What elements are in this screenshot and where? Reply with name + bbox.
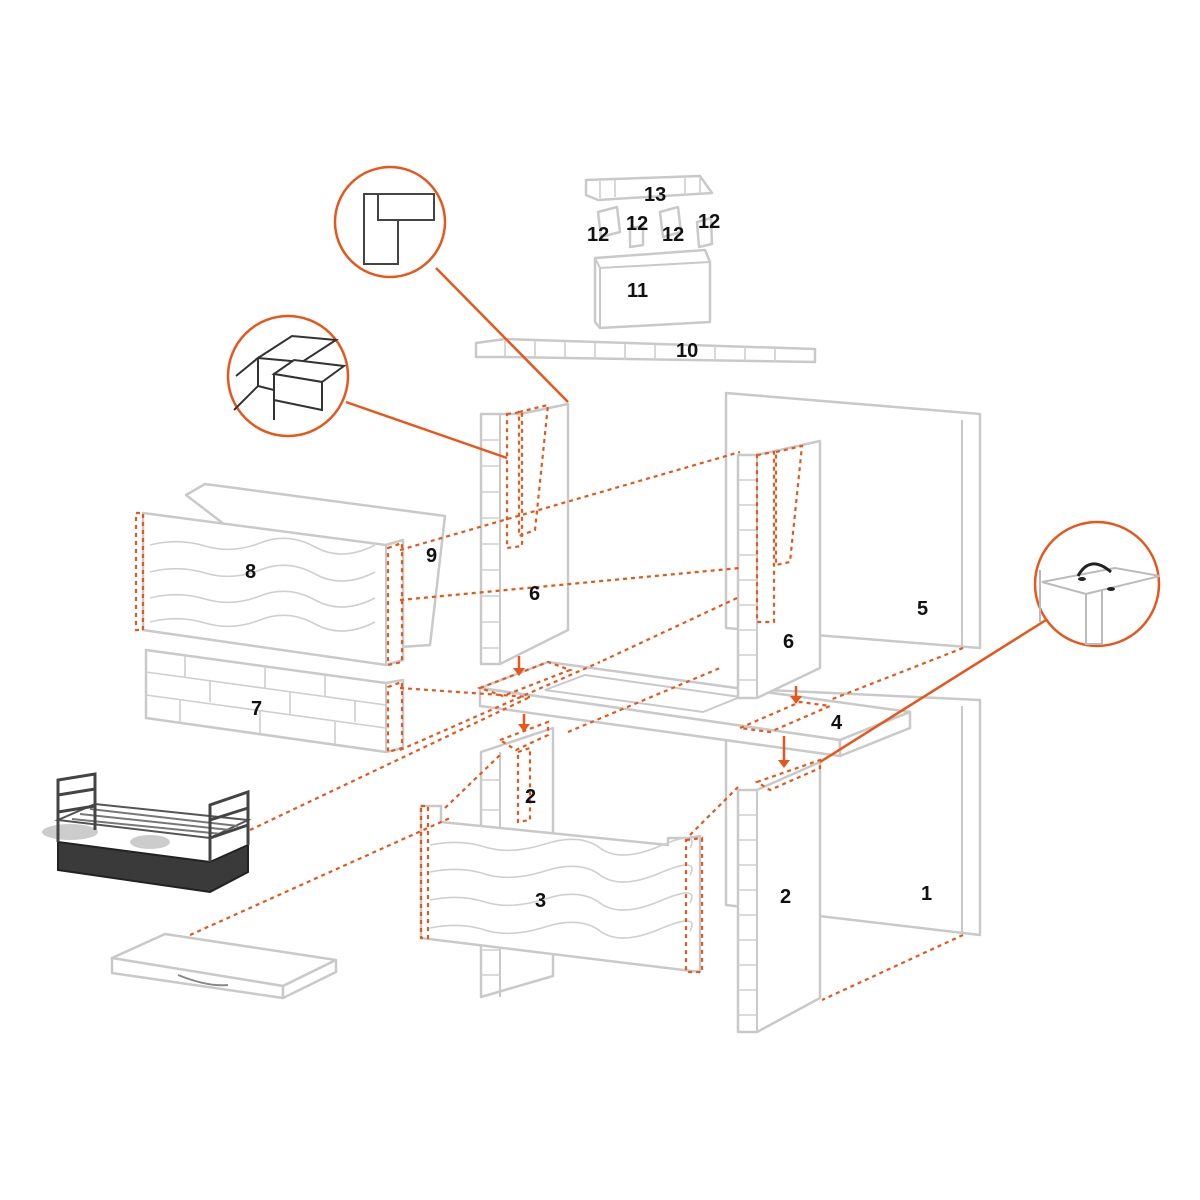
grill-grate-icon	[42, 772, 252, 894]
drop-arrows	[513, 656, 802, 768]
label-part-7: 7	[251, 698, 262, 720]
label-part-4: 4	[831, 712, 843, 734]
label-part-12b: 12	[626, 213, 648, 235]
detail-callout-tongue-groove	[226, 314, 508, 460]
column-6-right	[736, 439, 822, 700]
detail-callout-anchor-hook	[819, 520, 1161, 764]
column-2-right	[736, 760, 822, 1034]
label-part-5: 5	[917, 598, 928, 620]
label-part-9: 9	[426, 545, 437, 567]
panel-7	[144, 648, 405, 754]
label-part-12c: 12	[662, 224, 684, 246]
label-part-12a: 12	[587, 224, 609, 246]
label-part-8: 8	[245, 561, 256, 583]
label-part-6a: 6	[529, 583, 540, 605]
anchor-hook-detail-icon	[1039, 562, 1161, 645]
front-panel-3	[419, 804, 702, 974]
label-part-11: 11	[627, 280, 648, 302]
chimney-blocks-12	[596, 205, 714, 249]
label-part-3: 3	[535, 890, 546, 912]
column-6-left	[479, 402, 570, 666]
chimney-box-11	[593, 248, 712, 330]
label-part-2a: 2	[525, 786, 536, 808]
ash-tray-icon	[110, 932, 338, 1000]
l-joint-detail-icon	[363, 193, 435, 265]
part-numbers: 1 2 2 3 4 5 6 6 7 8 9 10 11 12 12 12 12 …	[245, 184, 932, 912]
label-part-12d: 12	[698, 211, 720, 233]
label-part-1: 1	[921, 883, 932, 905]
label-part-2b: 2	[780, 886, 791, 908]
detail-callout-l-joint	[333, 165, 569, 403]
label-part-10: 10	[676, 340, 698, 362]
tongue-groove-detail-icon	[233, 334, 347, 420]
assembly-guides	[134, 403, 964, 1001]
cap-13	[584, 174, 714, 202]
label-part-6b: 6	[783, 631, 794, 653]
label-part-13: 13	[644, 184, 666, 206]
